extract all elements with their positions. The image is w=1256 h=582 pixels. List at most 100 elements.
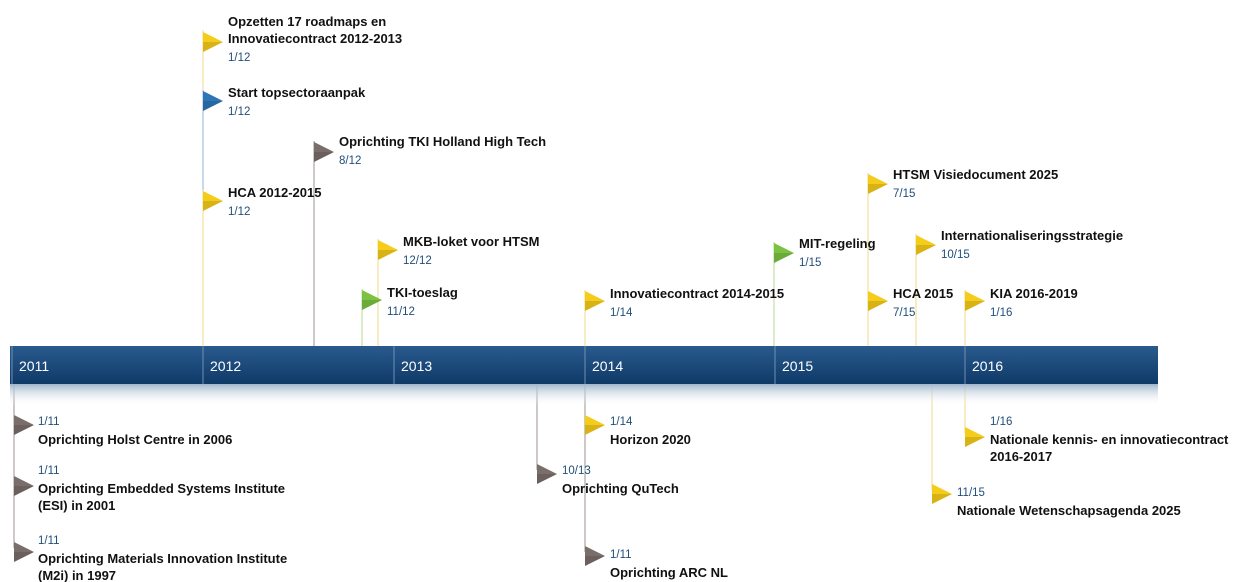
event-flag-shade — [774, 253, 794, 263]
event-date: 1/12 — [228, 106, 250, 118]
event-flag-icon — [868, 291, 888, 311]
event-date: 1/11 — [610, 549, 632, 561]
event-date: 10/13 — [562, 465, 591, 477]
event-title: Start topsectoraanpak — [228, 85, 366, 100]
event-flag-icon — [868, 174, 888, 194]
event-title: Nationale kennis- en innovatiecontract — [990, 432, 1229, 447]
timeline-band-shadow — [10, 384, 1158, 406]
event-title: Innovatiecontract 2012-2013 — [228, 31, 402, 46]
timeline-event: Opzetten 17 roadmaps en Innovatiecontract… — [203, 14, 402, 64]
event-flag-shade — [585, 556, 605, 566]
year-label-2013: 2013 — [401, 358, 432, 374]
event-flag-icon — [14, 415, 34, 435]
event-flag-icon — [585, 415, 605, 435]
event-title: Innovatiecontract 2014-2015 — [610, 286, 784, 301]
event-flag-icon — [774, 243, 794, 263]
event-date: 7/15 — [893, 188, 915, 200]
event-title: 2016-2017 — [990, 449, 1052, 464]
event-title: Oprichting Embedded Systems Institute — [38, 481, 285, 496]
event-flag-shade — [585, 301, 605, 311]
event-flag-shade — [868, 184, 888, 194]
event-title: Oprichting QuTech — [562, 481, 679, 496]
event-date: 11/15 — [957, 487, 985, 499]
event-title: Horizon 2020 — [610, 432, 691, 447]
timeline-event: Start topsectoraanpak 1/12 — [203, 85, 366, 118]
event-flag-shade — [362, 300, 382, 310]
event-title: Oprichting ARC NL — [610, 565, 728, 580]
event-flag-icon — [965, 427, 985, 447]
event-flag-shade — [965, 437, 985, 447]
event-date: 7/15 — [893, 307, 915, 319]
event-title: HCA 2012-2015 — [228, 185, 321, 200]
event-title: Oprichting TKI Holland High Tech — [339, 134, 546, 149]
timeline-event: Innovatiecontract 2014-2015 1/14 — [585, 286, 784, 319]
event-title: (ESI) in 2001 — [38, 498, 115, 513]
event-flag-icon — [203, 191, 223, 211]
year-label-2015: 2015 — [782, 358, 813, 374]
event-date: 1/15 — [799, 257, 821, 269]
event-flag-shade — [203, 201, 223, 211]
event-flag-shade — [378, 250, 398, 260]
event-flag-icon — [314, 142, 334, 162]
event-date: 11/12 — [387, 306, 415, 318]
event-date: 12/12 — [403, 255, 432, 267]
timeline-event: Oprichting TKI Holland High Tech 8/12 — [314, 134, 546, 167]
event-flag-shade — [14, 552, 34, 562]
event-flag-shade — [932, 494, 952, 504]
event-title: Opzetten 17 roadmaps en — [228, 14, 386, 29]
event-title: Nationale Wetenschapsagenda 2025 — [957, 503, 1181, 518]
event-flag-icon — [378, 240, 398, 260]
event-flag-icon — [203, 32, 223, 52]
event-date: 1/14 — [610, 416, 633, 428]
event-title: Oprichting Holst Centre in 2006 — [38, 432, 232, 447]
year-label-2011: 2011 — [19, 358, 49, 374]
event-flag-icon — [14, 542, 34, 562]
event-flag-icon — [537, 464, 557, 484]
timeline-event: TKI-toeslag 11/12 — [362, 285, 458, 318]
event-flag-icon — [14, 476, 34, 496]
event-date: 1/16 — [990, 307, 1012, 319]
event-flag-shade — [916, 245, 936, 255]
event-flag-icon — [932, 484, 952, 504]
event-flag-shade — [314, 152, 334, 162]
event-flag-shade — [14, 425, 34, 435]
event-date: 10/15 — [941, 249, 970, 261]
event-date: 1/11 — [38, 535, 60, 547]
timeline-band — [10, 346, 1158, 384]
event-flag-shade — [965, 301, 985, 311]
event-flag-icon — [362, 290, 382, 310]
year-label-2016: 2016 — [972, 358, 1003, 374]
event-date: 1/14 — [610, 307, 633, 319]
event-date: 8/12 — [339, 155, 361, 167]
year-label-2014: 2014 — [592, 358, 623, 374]
event-flag-shade — [585, 425, 605, 435]
timeline-event: HTSM Visiedocument 2025 7/15 — [868, 167, 1058, 200]
event-title: TKI-toeslag — [387, 285, 458, 300]
timeline-event: HCA 2012-2015 1/12 — [203, 185, 321, 218]
event-date: 1/11 — [38, 416, 60, 428]
year-label-2012: 2012 — [210, 358, 241, 374]
event-flag-icon — [965, 291, 985, 311]
event-flag-icon — [916, 235, 936, 255]
event-title: HTSM Visiedocument 2025 — [893, 167, 1058, 182]
event-flag-shade — [203, 101, 223, 111]
event-flag-icon — [203, 91, 223, 111]
event-date: 1/16 — [990, 416, 1012, 428]
event-flag-shade — [868, 301, 888, 311]
event-flag-icon — [585, 291, 605, 311]
event-date: 1/12 — [228, 206, 250, 218]
event-title: (M2i) in 1997 — [38, 568, 116, 582]
event-flag-shade — [14, 486, 34, 496]
event-flag-icon — [585, 546, 605, 566]
